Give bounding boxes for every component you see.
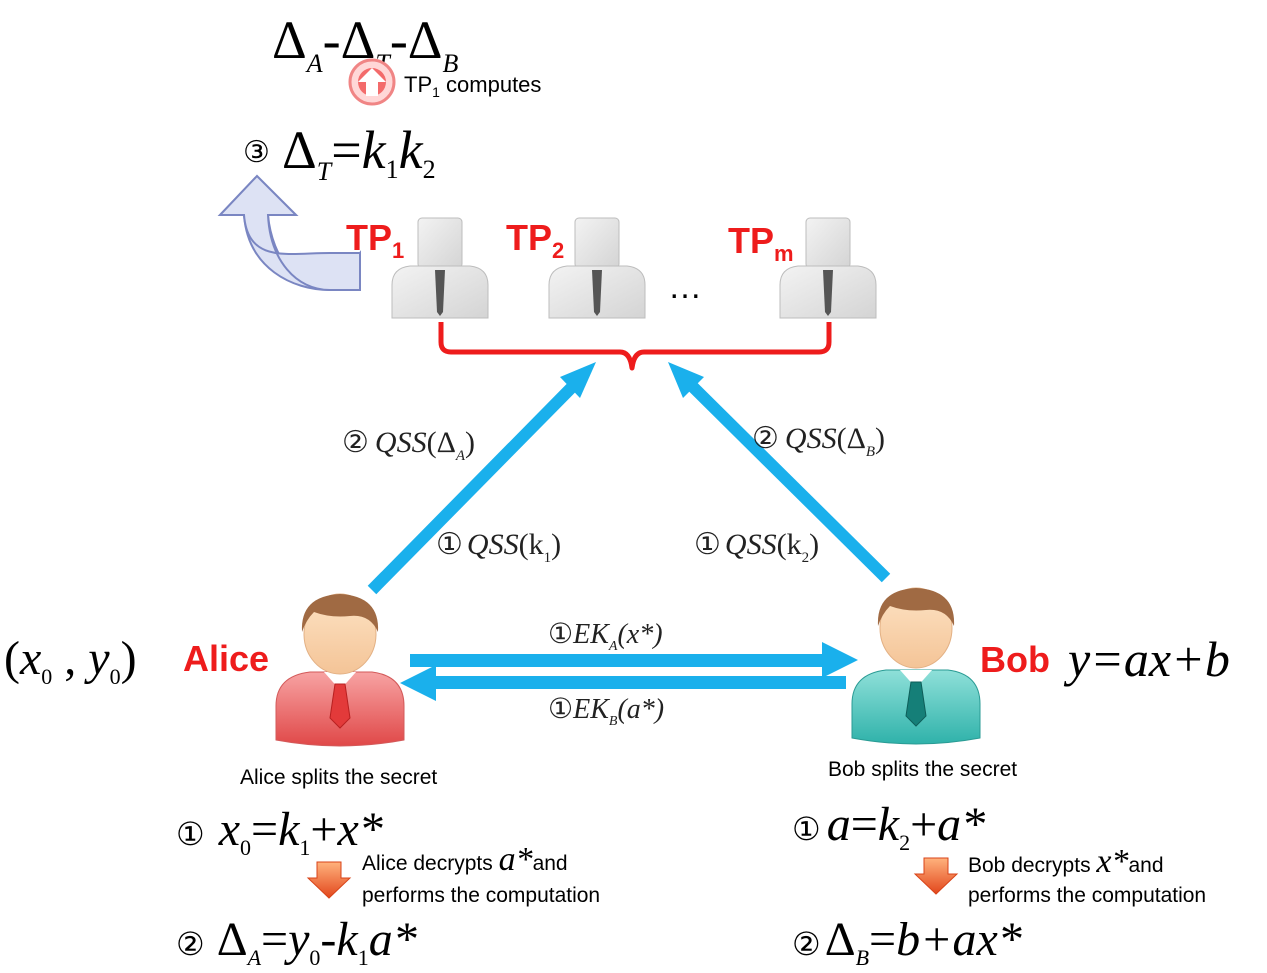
bob-decrypt-line2: performs the computation <box>968 884 1206 907</box>
tp1-avatar <box>391 217 489 319</box>
tp2-avatar <box>548 217 646 319</box>
tp1-computes-label: TP1 computes <box>404 72 541 100</box>
alice-avatar <box>275 593 405 747</box>
bob-caption: Bob splits the secret <box>828 758 1017 781</box>
alice-coordinates: (x0 , y0) <box>4 632 137 689</box>
bob-step2: ②ΔB=b+ax* <box>792 913 1022 970</box>
alice-decrypt-line2: performs the computation <box>362 884 600 907</box>
alice-to-bob-arrow <box>410 642 858 678</box>
bob-decrypt-line1: Bob decrypts x*and <box>968 843 1164 880</box>
tp2-label: TP2 <box>506 217 564 263</box>
alice-name: Alice <box>183 638 269 679</box>
down-arrow-icon <box>306 861 352 899</box>
bob-avatar <box>851 587 981 745</box>
ek-a-label: ①EKA(x*) <box>548 619 663 654</box>
up-arrow-icon <box>348 58 396 106</box>
alice-to-tp-arrow <box>367 362 596 595</box>
tpm-avatar <box>779 217 877 319</box>
svg-text:ΔA-ΔT-ΔB: ΔA-ΔT-ΔB <box>272 10 459 78</box>
step3-formula: ③ ΔT=k1k2 <box>243 120 436 186</box>
tp1-label: TP1 <box>346 217 404 263</box>
svg-text:③: ③ <box>243 136 270 169</box>
down-arrow-icon <box>913 857 959 895</box>
bob-to-tp-arrow <box>668 362 891 583</box>
bob-to-alice-arrow <box>400 665 846 701</box>
ek-b-label: ①EKB(a*) <box>548 694 664 729</box>
alice-decrypt-line1: Alice decrypts a*and <box>362 841 568 878</box>
group-brace <box>438 322 832 371</box>
ellipsis: … <box>668 268 702 306</box>
bob-name: Bob <box>980 639 1050 680</box>
top-formula: ΔA-ΔT-ΔB <box>272 10 459 78</box>
tpm-label: TPm <box>728 220 794 266</box>
bob-equation: y=ax+b <box>1063 631 1230 687</box>
curved-arrow-body <box>217 174 361 291</box>
alice-caption: Alice splits the secret <box>240 766 437 789</box>
svg-text:ΔT=k1k2: ΔT=k1k2 <box>282 120 436 186</box>
